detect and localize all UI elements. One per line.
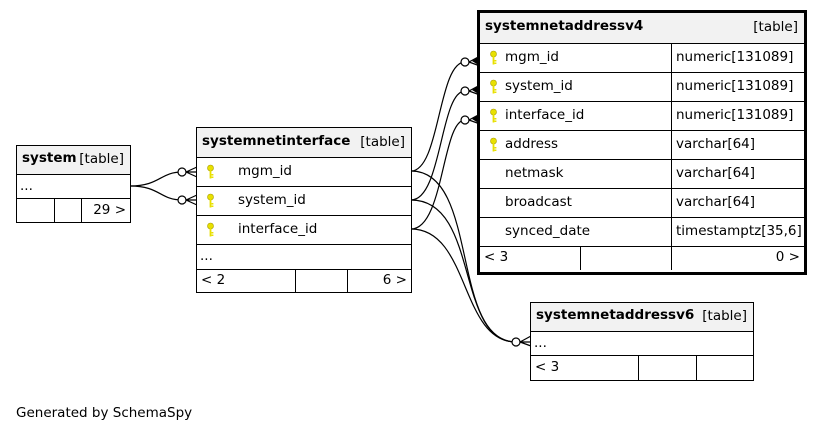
relationship-v4-interface	[410, 119, 466, 230]
table-systemnetaddressv4[interactable]: systemnetaddressv4 [table] mgm_id numeri…	[477, 10, 807, 275]
table-header: systemnetaddressv6 [table]	[531, 303, 753, 332]
column-type-cell: numeric[131089]	[671, 73, 807, 101]
column-type-cell: numeric[131089]	[671, 44, 807, 72]
column-type: varchar[64]	[676, 165, 756, 181]
optional-marker-v4-system	[460, 86, 470, 96]
column-name: interface_id	[505, 107, 585, 123]
crowfoot-v6	[519, 335, 532, 347]
column-type: varchar[64]	[676, 194, 756, 210]
parents-count-link[interactable]: < 3	[484, 249, 509, 265]
relationship-v6-interface	[410, 228, 517, 343]
table-systemnetinterface[interactable]: systemnetinterface [table] mgm_id system…	[196, 127, 412, 293]
optional-marker-sni-mgm	[177, 167, 187, 177]
optional-marker-sni-system	[177, 195, 187, 205]
table-row-synced-date: synced_date timestamptz[35,6]	[480, 218, 804, 247]
relationship-v6-system	[410, 199, 517, 343]
key-icon	[207, 222, 214, 237]
column-name: broadcast	[505, 194, 572, 210]
table-row-address: address varchar[64]	[480, 131, 804, 160]
optional-marker-v6	[511, 337, 521, 347]
column-name: netmask	[505, 165, 564, 181]
table-name: systemnetinterface	[202, 133, 351, 149]
table-row-interface-id: interface_id	[197, 216, 411, 245]
relationship-system-mgm	[129, 171, 183, 187]
table-nav-row: < 3 0 >	[480, 247, 804, 270]
children-count-link[interactable]: 29 >	[93, 202, 126, 218]
more-columns-indicator: ...	[200, 248, 213, 264]
crowfoot-sni-system	[185, 194, 198, 206]
table-type-label: [table]	[753, 19, 798, 35]
parents-count-link[interactable]: < 3	[535, 359, 560, 375]
table-name: systemnetaddressv4	[485, 18, 644, 34]
more-columns-indicator: ...	[20, 178, 33, 194]
column-name: mgm_id	[505, 49, 559, 65]
table-nav-row: < 2 6 >	[197, 270, 411, 292]
relationship-v4-system	[410, 90, 466, 201]
table-row-interface-id: interface_id numeric[131089]	[480, 102, 804, 131]
key-icon	[207, 193, 214, 208]
table-systemnetaddressv6[interactable]: systemnetaddressv6 [table] ... < 3	[530, 302, 754, 381]
column-name: mgm_id	[238, 163, 292, 179]
key-icon	[207, 164, 214, 179]
column-type: timestamptz[35,6]	[676, 223, 802, 239]
table-type-label: [table]	[360, 134, 405, 150]
column-type-cell: varchar[64]	[671, 160, 807, 188]
table-row-mgm-id: mgm_id numeric[131089]	[480, 44, 804, 73]
generator-credit: Generated by SchemaSpy	[16, 405, 193, 421]
table-row-mgm-id: mgm_id	[197, 158, 411, 187]
nav-cell	[81, 199, 82, 222]
column-type: varchar[64]	[676, 136, 756, 152]
table-type-label: [table]	[79, 151, 124, 167]
children-count-link[interactable]: 0 >	[775, 249, 800, 265]
column-name: address	[505, 136, 559, 152]
nav-cell	[347, 270, 348, 292]
table-row-system-id: system_id numeric[131089]	[480, 73, 804, 102]
column-type: numeric[131089]	[676, 107, 794, 123]
crowfoot-sni-mgm	[185, 166, 198, 178]
table-header: system [table]	[17, 146, 130, 175]
table-system[interactable]: system [table] ... 29 >	[16, 145, 131, 223]
table-row-broadcast: broadcast varchar[64]	[480, 189, 804, 218]
column-name: system_id	[505, 78, 573, 94]
nav-cell	[295, 270, 296, 292]
column-type-cell: numeric[131089]	[671, 102, 807, 130]
nav-cell	[671, 247, 672, 270]
optional-marker-v4-interface	[460, 115, 470, 125]
more-columns-indicator: ...	[534, 335, 547, 351]
optional-marker-v4-mgm	[460, 57, 470, 67]
table-nav-row: < 3	[531, 356, 753, 380]
table-row: ...	[197, 245, 411, 270]
key-icon	[490, 50, 497, 65]
nav-cell	[696, 356, 697, 380]
nav-cell	[580, 247, 581, 270]
table-type-label: [table]	[702, 308, 747, 324]
column-type-cell: timestamptz[35,6]	[671, 218, 807, 246]
nav-cell	[638, 356, 639, 380]
relationship-system-system	[129, 185, 183, 201]
column-name: synced_date	[505, 223, 591, 239]
key-icon	[490, 137, 497, 152]
column-type-cell: varchar[64]	[671, 131, 807, 159]
table-nav-row: 29 >	[17, 199, 130, 222]
table-row-system-id: system_id	[197, 187, 411, 216]
table-name: system	[22, 150, 77, 166]
key-icon	[490, 79, 497, 94]
children-count-link[interactable]: 6 >	[382, 272, 407, 288]
table-header: systemnetaddressv4 [table]	[480, 13, 804, 44]
table-row: ...	[531, 332, 753, 356]
parents-count-link[interactable]: < 2	[201, 272, 226, 288]
column-type: numeric[131089]	[676, 78, 794, 94]
table-header: systemnetinterface [table]	[197, 128, 411, 158]
nav-cell	[54, 199, 55, 222]
column-type: numeric[131089]	[676, 49, 794, 65]
column-name: system_id	[238, 192, 306, 208]
table-row-netmask: netmask varchar[64]	[480, 160, 804, 189]
table-name: systemnetaddressv6	[536, 307, 695, 323]
table-row: ...	[17, 175, 130, 199]
relationship-v4-mgm	[410, 61, 466, 172]
column-name: interface_id	[238, 221, 318, 237]
key-icon	[490, 108, 497, 123]
column-type-cell: varchar[64]	[671, 189, 807, 217]
